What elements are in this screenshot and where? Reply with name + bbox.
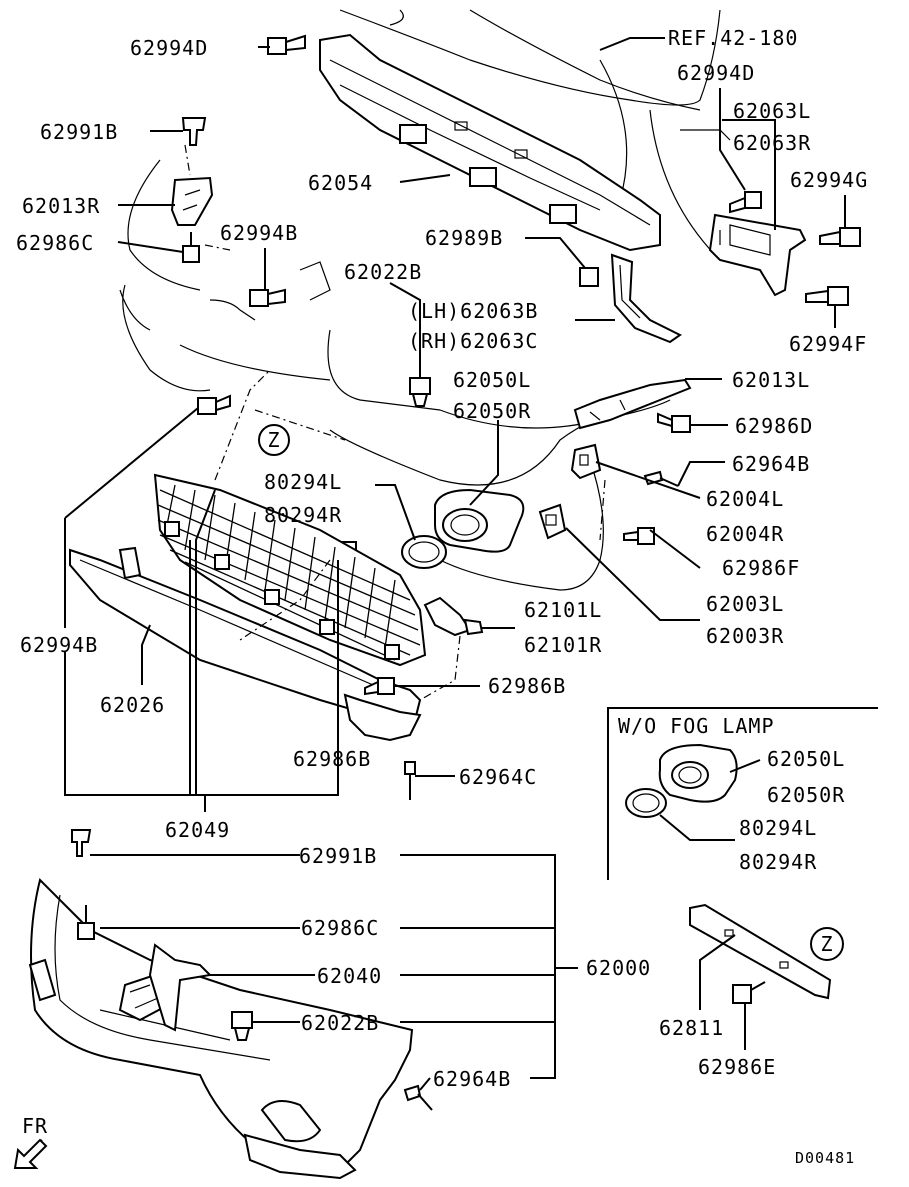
front-bumper-62000: [28, 878, 414, 1180]
label-62040: 62040: [317, 964, 382, 988]
license-bracket-62811: [689, 903, 832, 1000]
label-80294R-a: 80294R: [264, 503, 342, 527]
label-rh-62063C: (RH)62063C: [408, 329, 538, 353]
bolt-62986F: [623, 527, 655, 545]
label-62004L: 62004L: [706, 487, 784, 511]
label-62003R: 62003R: [706, 624, 784, 648]
label-62049: 62049: [165, 818, 230, 842]
bolt-62986E: [732, 981, 766, 1004]
fog-cover-80294: [401, 535, 447, 569]
bolt-62994B-upper: [249, 288, 286, 307]
label-62004R: 62004R: [706, 522, 784, 546]
nut-62986C-lower: [77, 905, 95, 940]
wo-fog-lamp-inset: [607, 707, 878, 880]
bracket-62004: [570, 443, 602, 480]
bolt-62986B-lower: [364, 677, 395, 696]
bracket-62063b: [610, 253, 682, 344]
leader-lines: [13, 37, 846, 1169]
label-62989B: 62989B: [425, 226, 503, 250]
bracket-62013R: [170, 176, 214, 226]
bolt-62994F: [805, 286, 849, 306]
part-labels: REF.42-180 62994D 62994D 62991B 62063L 6…: [16, 26, 868, 1167]
bracket-62040: [148, 943, 213, 1032]
zoom-callout-b: Z: [810, 927, 844, 961]
label-62964B-b: 62964B: [433, 1067, 511, 1091]
label-62986F: 62986F: [722, 556, 800, 580]
label-80294L-b: 80294L: [739, 816, 817, 840]
bolt-62994B-mid: [197, 394, 231, 415]
rivet-62964C: [404, 761, 416, 800]
label-62986D: 62986D: [735, 414, 813, 438]
label-62003L: 62003L: [706, 592, 784, 616]
zoom-label-a: Z: [267, 428, 280, 452]
clip-62991B-lower: [71, 829, 92, 857]
front-direction-label: FR: [22, 1114, 48, 1138]
label-lh-62063B: (LH)62063B: [408, 299, 538, 323]
label-62013R: 62013R: [22, 194, 100, 218]
label-80294L-a: 80294L: [264, 470, 342, 494]
label-62101R: 62101R: [524, 633, 602, 657]
label-62986C-a: 62986C: [16, 231, 94, 255]
label-62986E: 62986E: [698, 1055, 776, 1079]
label-62964B-a: 62964B: [732, 452, 810, 476]
zoom-callout-a: Z: [258, 424, 290, 456]
label-62994B-a: 62994B: [220, 221, 298, 245]
label-62994G: 62994G: [790, 168, 868, 192]
label-62986C-b: 62986C: [301, 916, 379, 940]
clip-62022B: [409, 377, 431, 407]
label-62026: 62026: [100, 693, 165, 717]
bolt-62994D: [267, 34, 306, 55]
label-62811: 62811: [659, 1016, 724, 1040]
label-62101L: 62101L: [524, 598, 602, 622]
label-62050L-a: 62050L: [453, 368, 531, 392]
label-62022B-b: 62022B: [301, 1011, 379, 1035]
spoiler-end-62026: [343, 693, 422, 742]
label-62986B-b: 62986B: [293, 747, 371, 771]
grille-62049: [153, 473, 427, 667]
fog-lamp-62050: [434, 488, 525, 553]
label-62050R-b: 62050R: [767, 783, 845, 807]
bolt-62986D: [657, 412, 691, 433]
ref-label: REF.42-180: [668, 26, 798, 50]
wo-fog-lamp-title: W/O FOG LAMP: [618, 714, 775, 738]
label-62994D-b: 62994D: [677, 61, 755, 85]
label-62022B-a: 62022B: [344, 260, 422, 284]
label-80294R-b: 80294R: [739, 850, 817, 874]
label-62991B-a: 62991B: [40, 120, 118, 144]
nut-62989B: [579, 267, 599, 287]
label-62991B-b: 62991B: [299, 844, 377, 868]
bracket-62013L: [573, 378, 692, 430]
nut-62986C: [182, 232, 200, 263]
label-62054: 62054: [308, 171, 373, 195]
body-outline-lines: [119, 9, 731, 591]
label-62000: 62000: [586, 956, 651, 980]
label-62013L: 62013L: [732, 368, 810, 392]
bracket-62101: [423, 596, 484, 637]
bolt-62994G: [819, 227, 861, 247]
label-62050R-a: 62050R: [453, 399, 531, 423]
lower-spoiler-62026: [69, 546, 422, 727]
bracket-62003: [538, 503, 567, 540]
label-62986B-a: 62986B: [488, 674, 566, 698]
clip-62022B-lower: [231, 1011, 253, 1041]
label-62063L: 62063L: [733, 99, 811, 123]
zoom-label-b: Z: [820, 932, 833, 956]
label-62063R: 62063R: [733, 131, 811, 155]
bracket-62063: [708, 213, 807, 297]
diagram-id: D00481: [795, 1149, 855, 1167]
bumper-reinforcement-62054: [319, 33, 661, 252]
label-62050L-b: 62050L: [767, 747, 845, 771]
label-62994B-b: 62994B: [20, 633, 98, 657]
clip-62991B: [181, 117, 207, 146]
bolt-62994D-right: [729, 191, 762, 214]
label-62964C: 62964C: [459, 765, 537, 789]
label-62994F: 62994F: [789, 332, 867, 356]
rivet-62964B-lower: [403, 1084, 433, 1111]
label-62994D-a: 62994D: [130, 36, 208, 60]
